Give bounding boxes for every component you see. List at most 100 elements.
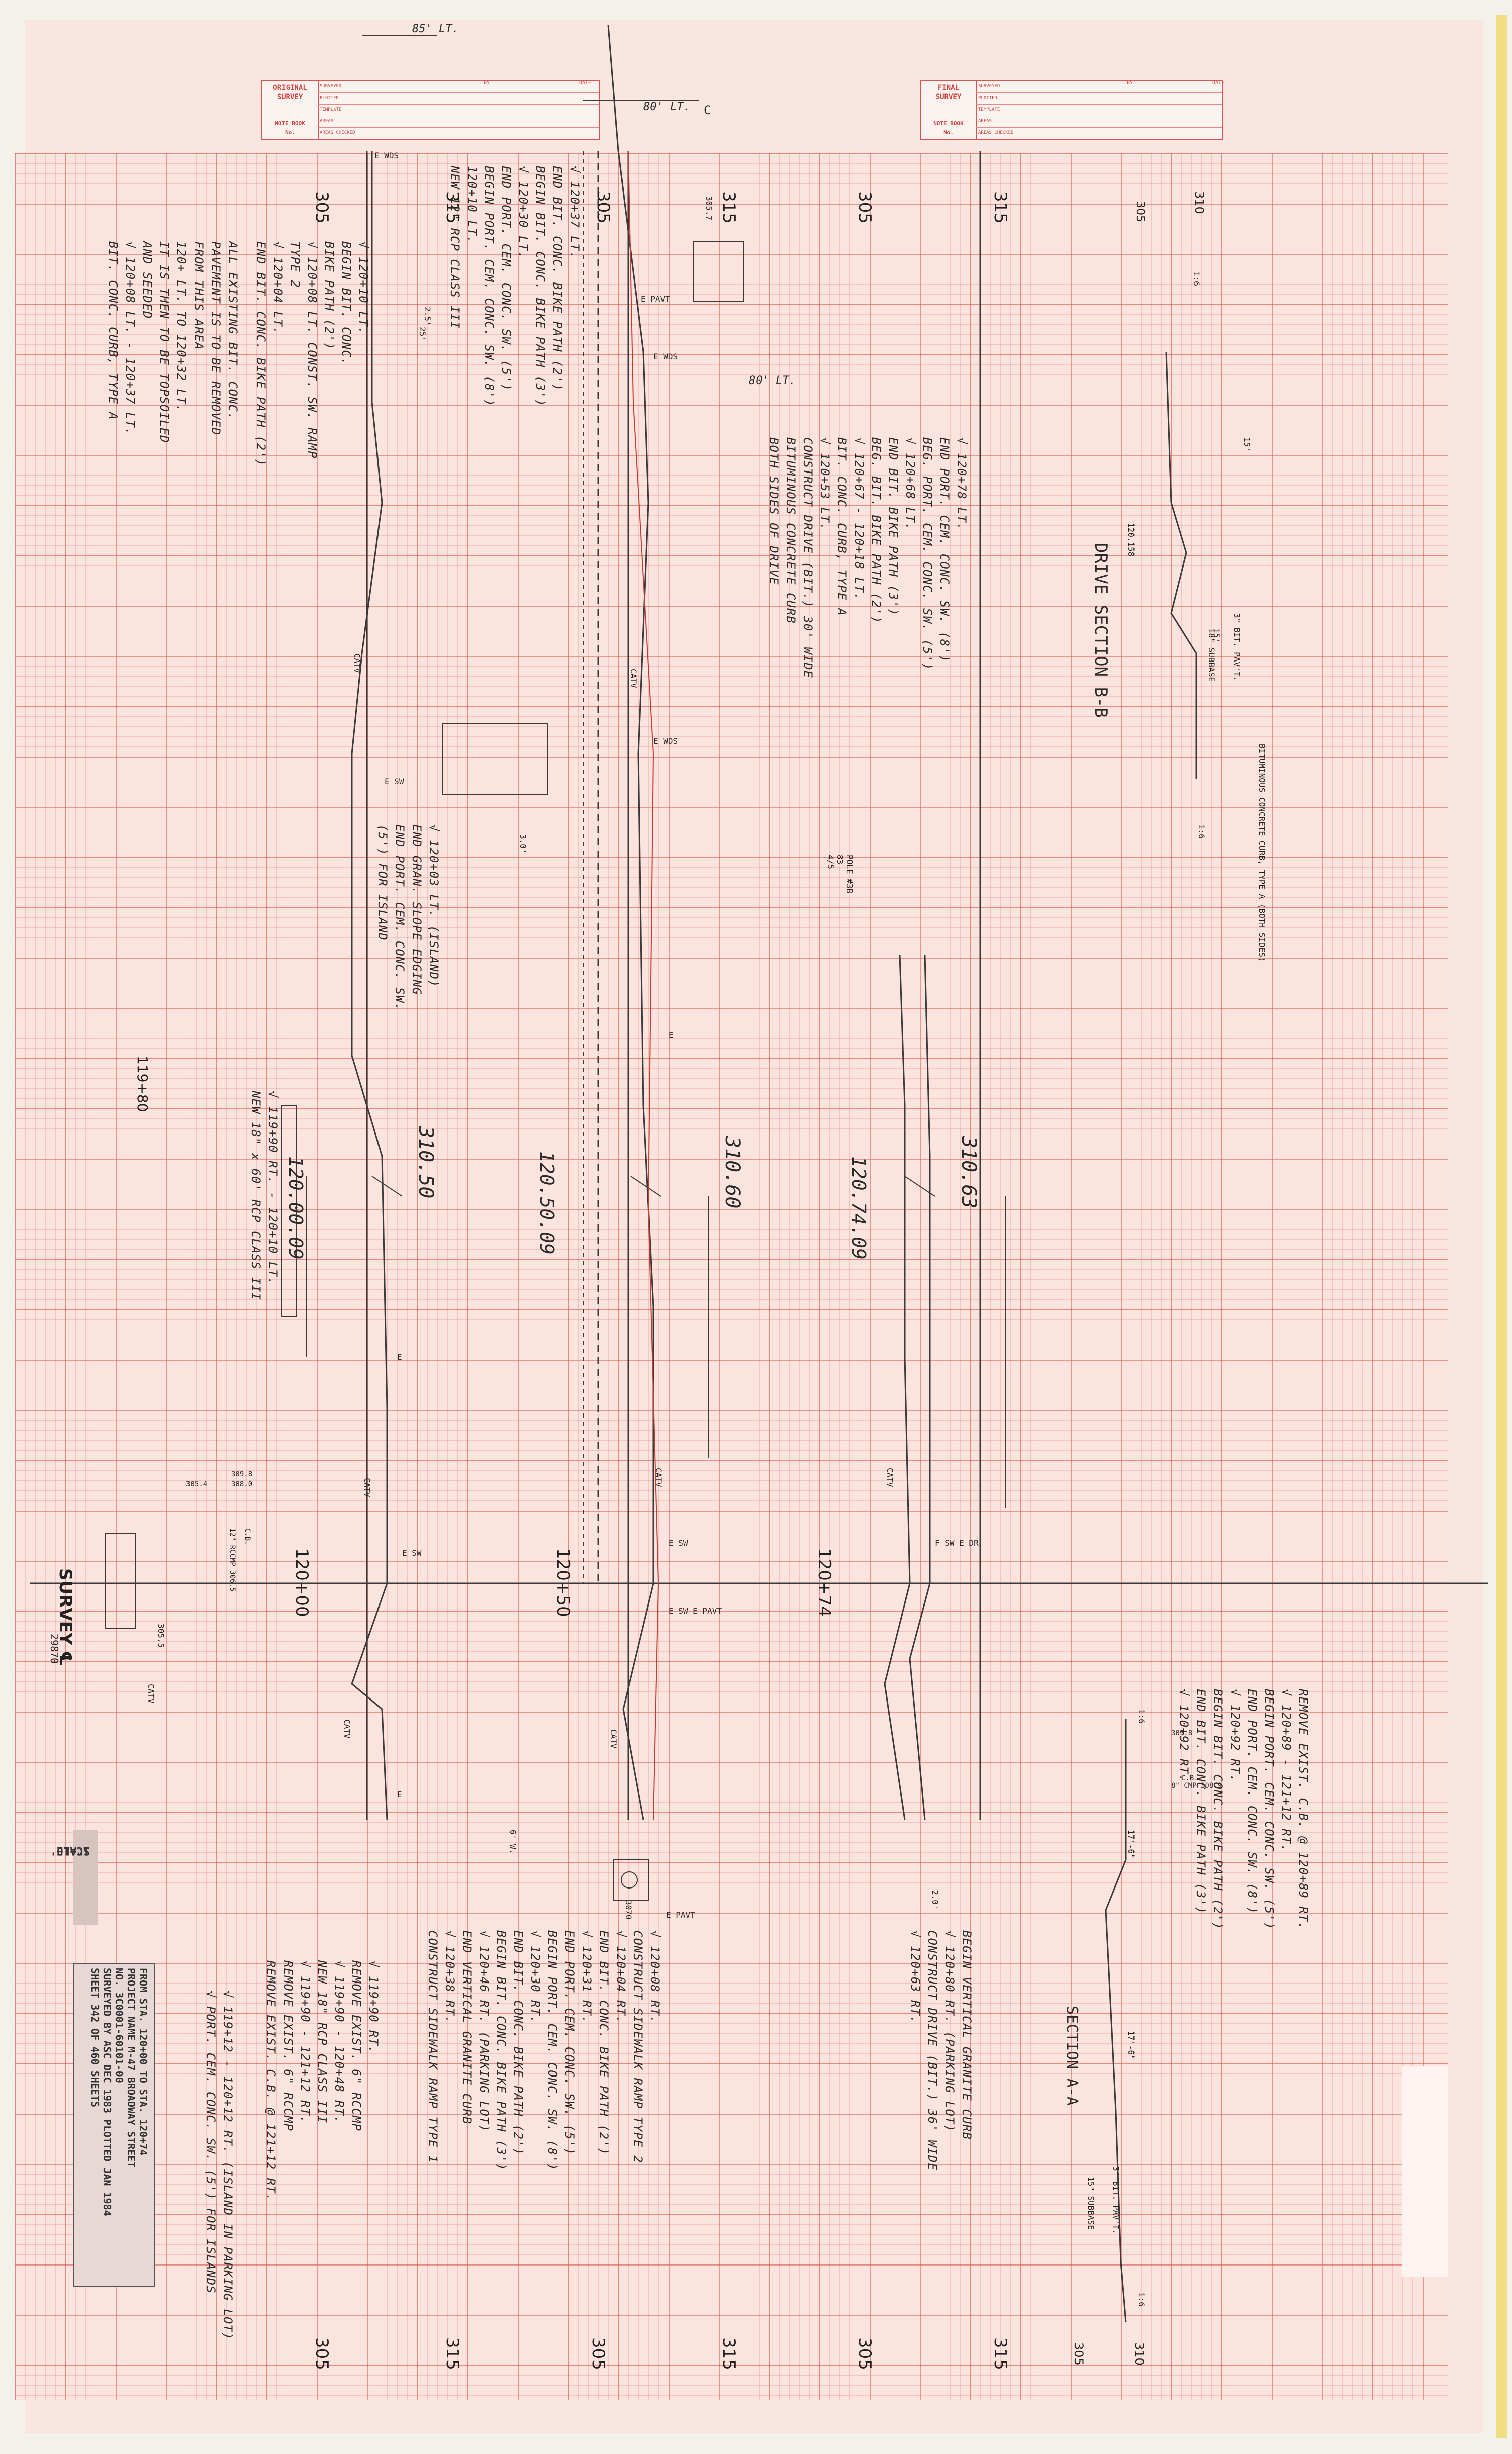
- feature-label: E SW: [669, 1538, 688, 1548]
- station-tick: [371, 1176, 403, 1197]
- catch-basin-box: [442, 723, 548, 795]
- note-line: √ 120+38 RT.: [443, 1930, 457, 2024]
- note-line: √ 119+90 RT. - 120+10 LT.: [266, 1091, 280, 1285]
- note-line: √ 120+10 LT.: [356, 241, 370, 335]
- feature-label: E WDS: [374, 151, 399, 160]
- note-line: √ 120+04 RT.: [614, 1930, 628, 2024]
- note-line: √ 120+53 LT.: [818, 437, 832, 531]
- elevation-label: 315: [990, 2337, 1010, 2370]
- cb-note: 305.4: [186, 1480, 208, 1488]
- note-line: √ 120+30 LT.: [516, 166, 530, 259]
- note-line: BIKE PATH (2'): [322, 241, 336, 350]
- feature-label: F SW E DR: [935, 1538, 979, 1548]
- misc-label: 3.0': [518, 834, 528, 854]
- note-line: END VERTICAL GRANITE CURB: [460, 1930, 474, 2125]
- station-label: 120+74: [814, 1548, 834, 1617]
- stamp-notebook-label: NOTE BOOK: [933, 120, 964, 127]
- note-line: NEW 12" RCP CLASS III: [448, 166, 462, 329]
- pipe-outline: [281, 1105, 297, 1317]
- elevation-label: 305: [1072, 2342, 1086, 2366]
- feature-label: CATV: [885, 1468, 895, 1487]
- note-line: √ 120+30 RT.: [528, 1930, 542, 2024]
- elevation-label: 315: [719, 2337, 739, 2370]
- note-line: √ 120+92 RT.: [1228, 1689, 1242, 1782]
- misc-label: 2.5': [423, 307, 432, 326]
- title-line: PROJECT NAME M-47 BROADWAY STREET: [125, 1968, 137, 2168]
- elevation-label: 305: [588, 2337, 608, 2370]
- note-line: BEG. PORT. CEM. CONC. SW. (5'): [920, 437, 934, 671]
- note-line: BEGIN BIT. CONC. BIKE PATH (3'): [533, 166, 547, 407]
- note-line: BITUMINOUS CONCRETE CURB: [784, 437, 798, 624]
- title-block: FROM STA. 120+00 TO STA. 120+74 PROJECT …: [73, 1963, 155, 2287]
- note-line: √ 120+68 LT.: [903, 437, 917, 531]
- title-line: SURVEYED BY ASC DEC 1983 PLOTTED JAN 198…: [101, 1968, 113, 2216]
- elevation-label: 315: [442, 2337, 462, 2370]
- note-line: END PORT. CEM. CONC. SW. (8'): [1245, 1689, 1259, 1915]
- note-line: BEGIN VERTICAL GRANITE CURB: [960, 1930, 974, 2140]
- section-label: 17'-6": [1126, 1830, 1136, 1859]
- misc-label: 29870: [48, 1634, 60, 1664]
- note-line: REMOVE EXIST. 6" RCCMP: [349, 1960, 363, 2131]
- section-label: BITUMINOUS CONCRETE CURB, TYPE A (BOTH S…: [1257, 744, 1267, 962]
- title-line: NO. 3C0001-60101-00: [113, 1968, 125, 2083]
- stamp-col-date: DATE: [579, 80, 592, 86]
- cb-note: 308.0: [231, 1480, 253, 1488]
- section-label: 17'-6": [1126, 2031, 1136, 2060]
- note-line: √ PORT. CEM. CONC. SW. (5') FOR ISLANDS: [204, 1991, 218, 2294]
- pole-label: POLE #3B 83 4/5: [826, 855, 855, 893]
- scale-value: 1"=10': [50, 1844, 90, 1857]
- stamp-row: SURVEYED: [318, 81, 599, 93]
- misc-label: 3070: [624, 1900, 633, 1920]
- feature-label: E: [397, 1789, 402, 1799]
- stamp-header-text: SURVEY: [935, 93, 962, 101]
- note-line: PAVEMENT IS TO BE REMOVED: [209, 241, 223, 436]
- feature-label: E SW E PAVT: [669, 1606, 722, 1616]
- station-tick: [904, 1176, 935, 1197]
- construction-notes-right: √ 120+78 LT. END PORT. CEM. CONC. SW. (8…: [765, 437, 970, 678]
- elevation-label: 305: [312, 191, 332, 224]
- note-line: 83: [835, 855, 845, 865]
- section-label: 3" BIT. PAV'T.: [1111, 2166, 1121, 2234]
- offset-label: 85' LT.: [412, 23, 459, 35]
- feature-label: E: [397, 1352, 402, 1362]
- section-label: 15': [1212, 628, 1221, 643]
- feature-label: E WDS: [653, 352, 678, 361]
- graph-paper-grid: [15, 153, 1448, 2400]
- note-line: √ 120+78 LT.: [955, 437, 969, 531]
- cb-note: C.B.: [243, 1528, 251, 1545]
- station-label: 120+50: [553, 1548, 573, 1617]
- note-line: IT IS THEN TO BE TOPSOILED: [157, 241, 171, 443]
- cb-note: C.B.: [1181, 1774, 1198, 1782]
- misc-label: 305.7: [704, 196, 714, 221]
- elevation-label: 305: [855, 191, 875, 224]
- note-line: END BIT. CONC. BIKE PATH (2'): [254, 241, 268, 467]
- edge-profile-left: [351, 151, 388, 1820]
- misc-label: 2.0': [930, 1890, 940, 1910]
- stamp-rows: BY DATE SURVEYED PLOTTED TEMPLATE AREAS …: [318, 80, 599, 139]
- note-line: √ 120+46 RT. (PARKING LOT): [477, 1930, 491, 2132]
- construction-notes-mid: √ 120+37 LT. END BIT. CONC. BIKE PATH (2…: [446, 166, 583, 407]
- section-label: 15" SUBBASE: [1086, 2177, 1096, 2230]
- note-line: √ 120+08 LT. - 120+37 LT.: [123, 241, 137, 436]
- manhole-box: [613, 1859, 649, 1901]
- elevation-label: 315: [990, 191, 1010, 224]
- stamp-header-text: SURVEY: [277, 93, 303, 101]
- feature-label: CATV: [654, 1468, 664, 1487]
- note-line: BEGIN BIT. CONC. BIKE PATH (2'): [1211, 1689, 1225, 1930]
- note-line: √ 119+90 - 121+12 RT.: [298, 1960, 312, 2124]
- note-line: √ 120+04 LT.: [271, 241, 285, 335]
- note-line: FROM THIS AREA: [192, 241, 206, 350]
- note-line: NEW 18" x 60' RCP CLASS III: [249, 1091, 263, 1301]
- note-line: BEGIN PORT. CEM. CONC. SW. (8'): [545, 1930, 559, 2171]
- blank-label-area: [1402, 2066, 1448, 2277]
- grade-label: 120.00.09: [285, 1156, 307, 1260]
- section-aa-title: SECTION A-A: [1063, 2006, 1081, 2106]
- stamp-col-by: BY: [484, 80, 490, 86]
- section-label: 3" BIT. PAV'T.: [1232, 613, 1242, 681]
- note-line: POLE #3B: [845, 855, 855, 894]
- misc-label: 6' W.: [508, 1830, 518, 1854]
- construction-notes-left: √ 120+10 LT. BEGIN BIT. CONC. BIKE PATH …: [252, 241, 372, 466]
- stamp-row: AREAS CHECKED: [976, 128, 1222, 139]
